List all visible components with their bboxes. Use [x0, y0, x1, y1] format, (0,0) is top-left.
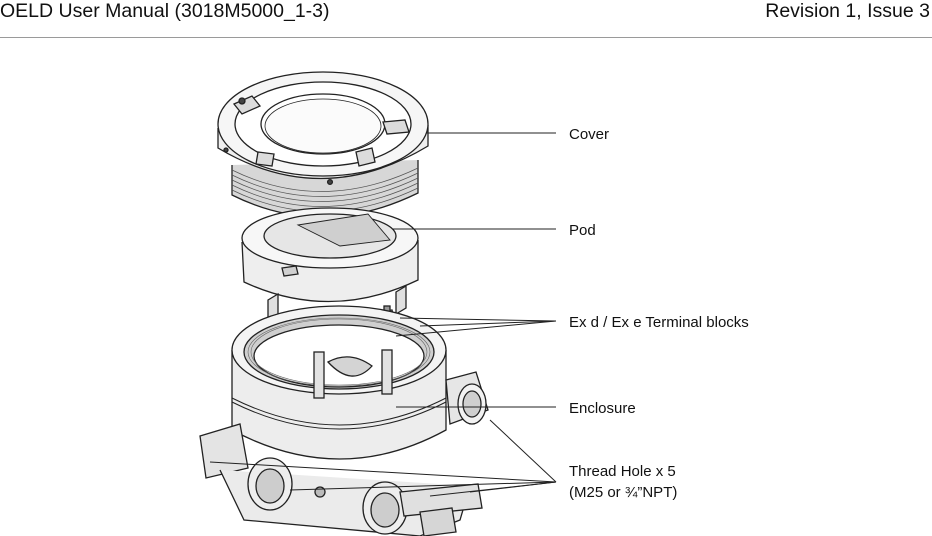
terminal-leader-2	[419, 320, 557, 327]
cover-drawing	[217, 71, 429, 218]
enclosure-drawing	[199, 305, 489, 536]
thread-hole-label: Thread Hole x 5	[569, 463, 676, 480]
thread-leader-4	[209, 461, 557, 483]
header-divider	[0, 37, 932, 38]
thread-leader-1	[489, 419, 557, 483]
pod-drawing	[241, 207, 419, 324]
terminal-leader-1	[399, 317, 557, 322]
leader-lines	[209, 132, 557, 497]
thread-leader-3	[429, 481, 557, 497]
thread-spec-label: (M25 or ¾”NPT)	[569, 484, 677, 501]
page-header: OELD User Manual (3018M5000_1-3) Revisio…	[0, 0, 932, 38]
pod-label: Pod	[569, 222, 596, 239]
terminal-leader-3	[395, 320, 557, 337]
thread-leader-5	[289, 481, 557, 491]
terminal-blocks-label: Ex d / Ex e Terminal blocks	[569, 314, 749, 331]
enclosure-label: Enclosure	[569, 400, 636, 417]
document-title: OELD User Manual (3018M5000_1-3)	[0, 0, 330, 22]
cover-label: Cover	[569, 126, 609, 143]
revision-label: Revision 1, Issue 3	[765, 0, 930, 22]
